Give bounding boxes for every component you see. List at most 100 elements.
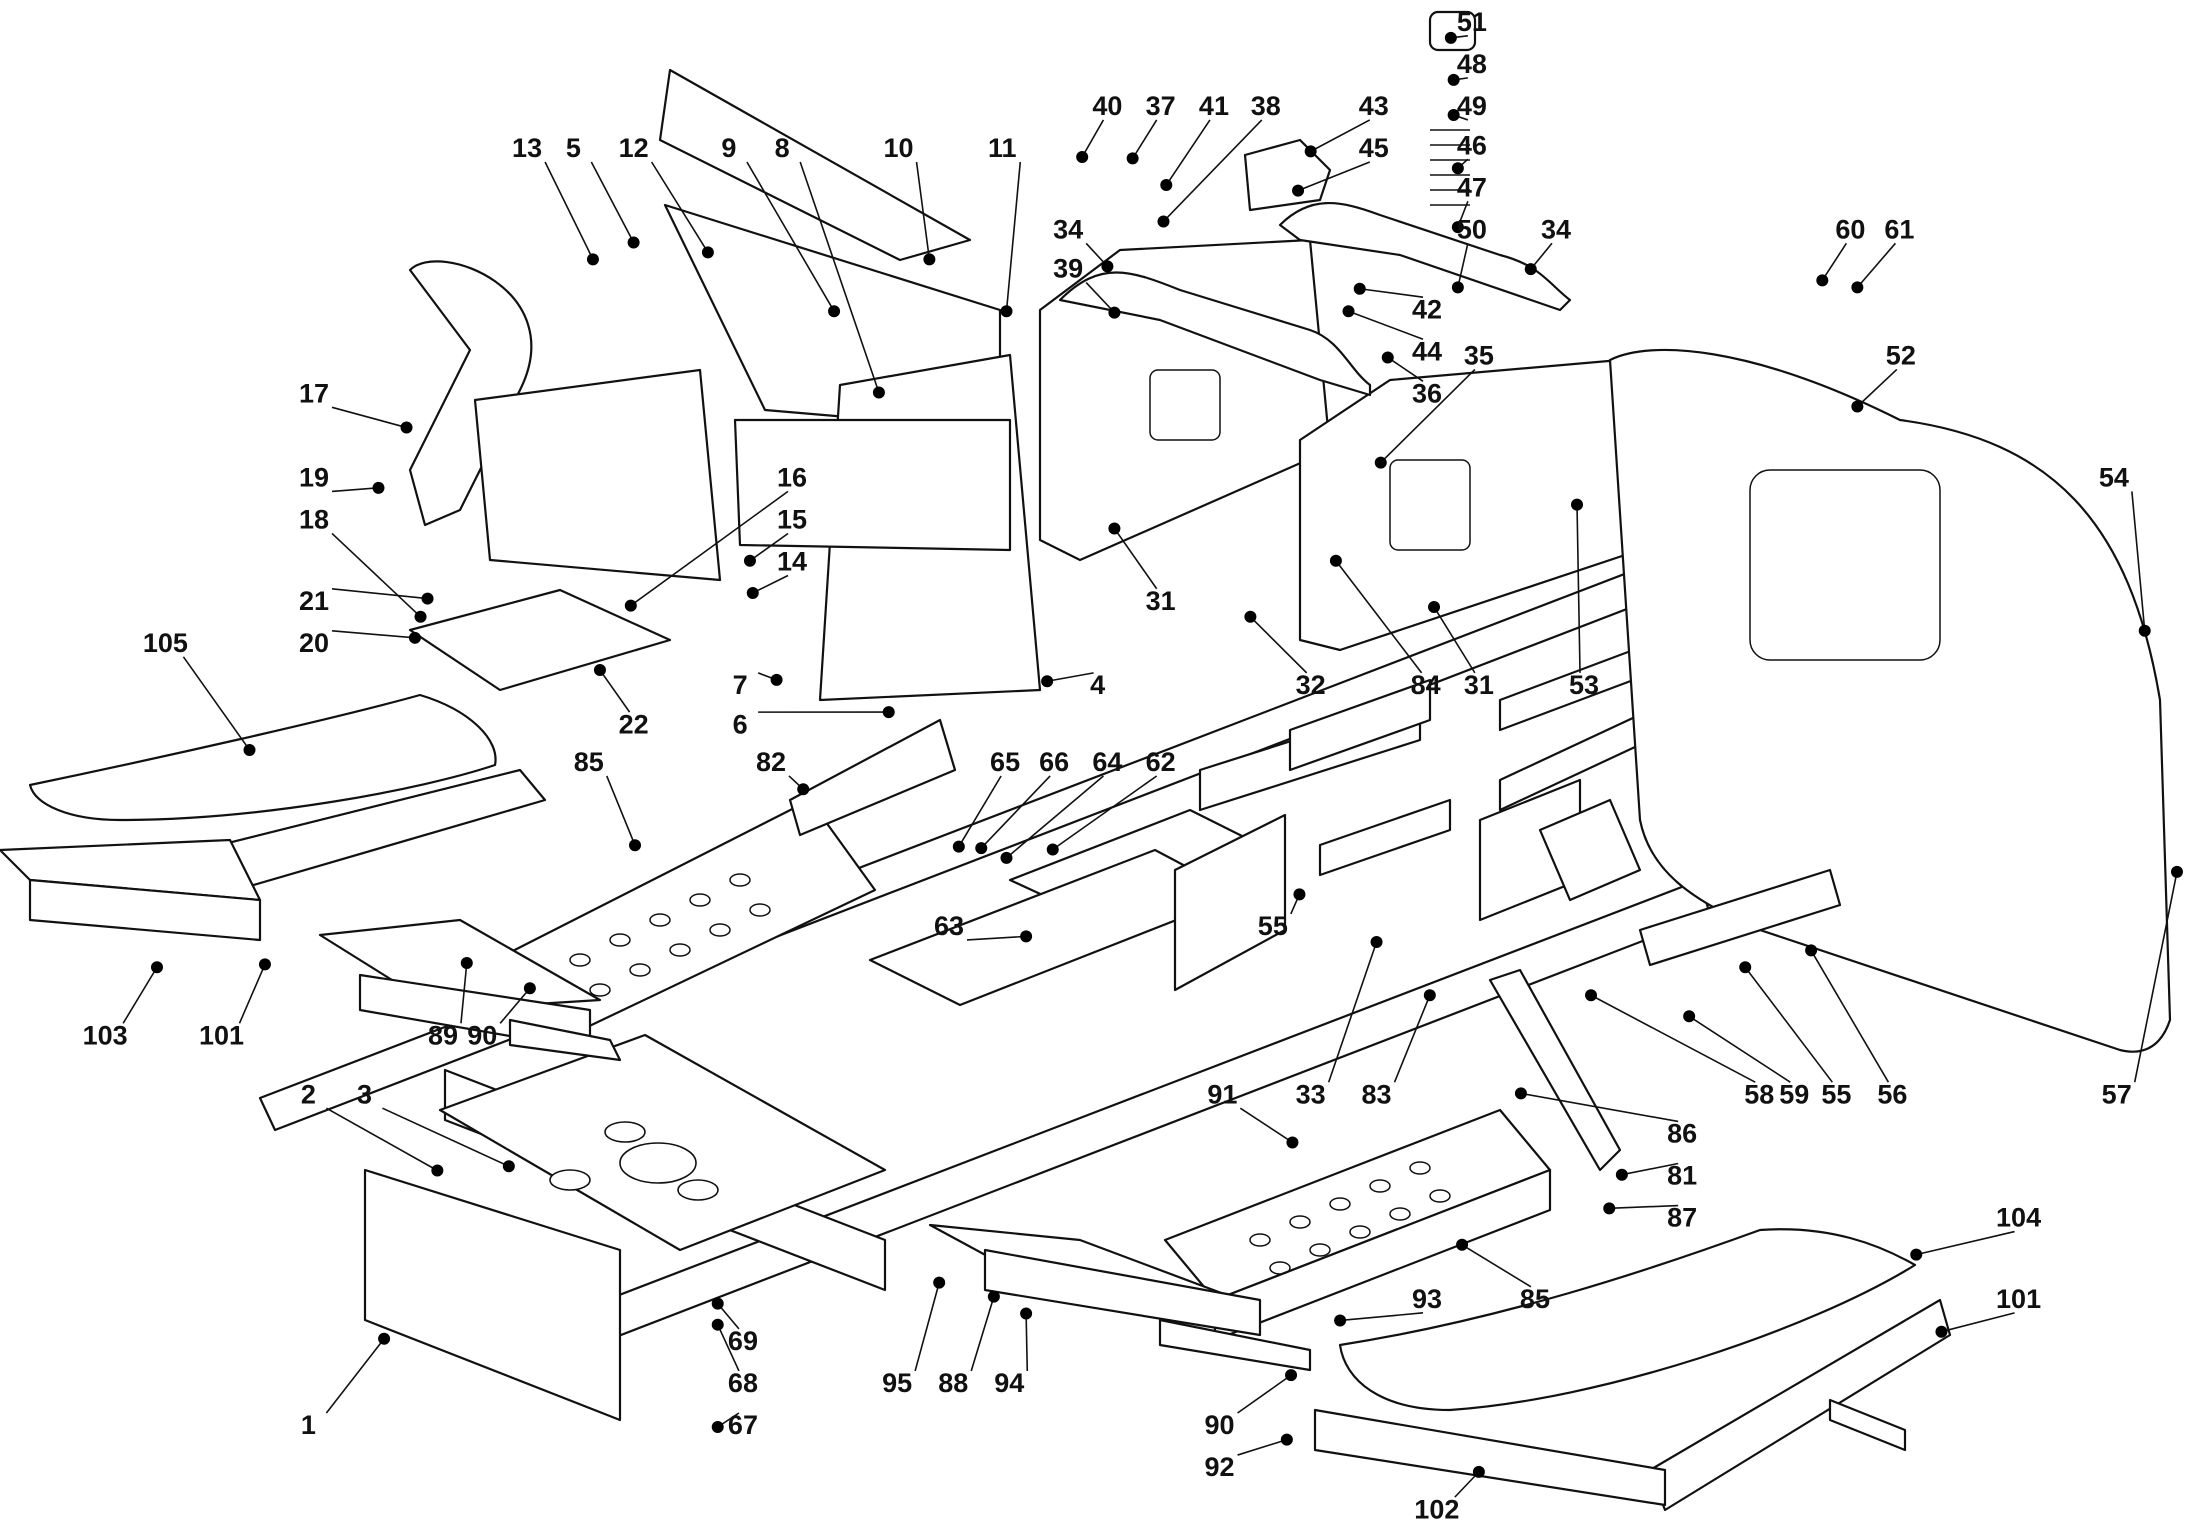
- callout-label-13: 13: [512, 133, 542, 163]
- callout-label-54: 54: [2099, 463, 2129, 493]
- callout-label-32: 32: [1296, 670, 1326, 700]
- callout-label-48: 48: [1457, 49, 1487, 79]
- callout-dot-101: [1935, 1325, 1948, 1338]
- leader-line-2: [326, 1107, 438, 1172]
- leader-line-55: [1744, 966, 1833, 1083]
- leader-line-91: [1239, 1107, 1293, 1144]
- callout-label-20: 20: [299, 628, 329, 658]
- leader-line-63: [966, 935, 1027, 941]
- callout-label-103: 103: [83, 1020, 128, 1050]
- leader-line-103: [122, 966, 158, 1024]
- callout-dot-11: [1000, 305, 1013, 318]
- step-plate-right: [1163, 1108, 1552, 1342]
- callout-dot-86: [1514, 1087, 1527, 1100]
- callout-dot-59: [1683, 1010, 1696, 1023]
- leader-line-12: [650, 161, 709, 253]
- leader-line-66: [980, 775, 1051, 849]
- callout-dot-31: [1428, 600, 1441, 613]
- leader-line-18: [331, 532, 422, 618]
- callout-dot-37: [1126, 152, 1139, 165]
- callout-label-47: 47: [1457, 172, 1487, 202]
- callout-label-40: 40: [1092, 91, 1122, 121]
- leaders-layer: [122, 31, 2183, 1498]
- callout-dot-50: [1451, 281, 1464, 294]
- callout-dot-61: [1851, 281, 1864, 294]
- leader-line-86: [1520, 1092, 1679, 1123]
- callout-dot-8: [872, 386, 885, 399]
- callout-label-64: 64: [1092, 747, 1122, 777]
- leader-line-101: [238, 964, 266, 1024]
- callout-label-105: 105: [143, 628, 188, 658]
- callout-label-9: 9: [721, 133, 736, 163]
- leader-line-85: [606, 775, 636, 846]
- callout-label-53: 53: [1569, 670, 1599, 700]
- leader-line-10: [915, 161, 931, 260]
- callout-label-21: 21: [299, 586, 329, 616]
- callout-dot-48: [1447, 73, 1460, 86]
- leader-line-17: [331, 406, 407, 429]
- callout-label-104: 104: [1996, 1203, 2041, 1233]
- callout-label-16: 16: [777, 463, 807, 493]
- leader-line-95: [914, 1282, 940, 1372]
- seat-panels: [408, 68, 1042, 702]
- callout-label-8: 8: [775, 133, 790, 163]
- callout-dot-10: [923, 253, 936, 266]
- callout-dot-105: [243, 743, 256, 756]
- leader-line-5: [590, 161, 635, 243]
- leader-line-61: [1856, 242, 1897, 288]
- callout-label-85: 85: [1520, 1284, 1550, 1314]
- callout-dot-56: [1805, 944, 1818, 957]
- callout-dot-49: [1447, 108, 1460, 121]
- callout-dot-85: [629, 839, 642, 852]
- callout-dot-16: [624, 599, 637, 612]
- callout-label-36: 36: [1412, 378, 1442, 408]
- callout-label-84: 84: [1411, 670, 1441, 700]
- leader-line-64: [1005, 775, 1104, 859]
- callout-dot-42: [1353, 282, 1366, 295]
- callout-label-15: 15: [777, 505, 807, 535]
- callout-label-91: 91: [1207, 1079, 1237, 1109]
- leader-line-35: [1380, 368, 1476, 464]
- callout-dot-54: [2138, 624, 2151, 637]
- callout-label-43: 43: [1359, 91, 1389, 121]
- callout-label-55: 55: [1821, 1079, 1851, 1109]
- leader-line-38: [1162, 119, 1263, 223]
- leader-line-84: [1335, 560, 1423, 674]
- leader-line-31: [1433, 606, 1476, 674]
- leader-line-65: [958, 775, 1002, 848]
- callout-label-90: 90: [467, 1020, 497, 1050]
- leader-line-60: [1821, 242, 1848, 281]
- leader-line-36: [1387, 356, 1424, 382]
- callout-dot-81: [1615, 1168, 1628, 1181]
- callout-label-17: 17: [299, 378, 329, 408]
- leader-line-54: [2131, 491, 2146, 631]
- leader-line-31: [1113, 528, 1158, 590]
- leader-line-19: [331, 487, 379, 493]
- callout-dot-101: [258, 958, 271, 971]
- parts-layer: [0, 10, 2172, 1512]
- callout-label-86: 86: [1667, 1119, 1697, 1149]
- callout-dot-91: [1286, 1136, 1299, 1149]
- callout-label-5: 5: [566, 133, 581, 163]
- callout-label-56: 56: [1877, 1079, 1907, 1109]
- leader-line-104: [1916, 1230, 2015, 1256]
- callout-label-18: 18: [299, 505, 329, 535]
- callout-label-57: 57: [2102, 1079, 2132, 1109]
- leader-line-92: [1237, 1438, 1288, 1456]
- callout-dot-68: [711, 1318, 724, 1331]
- callout-dot-102: [1472, 1465, 1485, 1478]
- callout-label-67: 67: [728, 1410, 758, 1440]
- leader-line-62: [1052, 775, 1158, 851]
- callout-dot-65: [952, 840, 965, 853]
- callout-dot-52: [1851, 400, 1864, 413]
- callout-dot-85: [1456, 1238, 1469, 1251]
- callout-dot-104: [1910, 1248, 1923, 1261]
- callout-label-89: 89: [428, 1020, 458, 1050]
- leader-line-58: [1590, 994, 1756, 1083]
- footplate-right-small: [928, 1223, 1312, 1372]
- callout-label-35: 35: [1464, 341, 1494, 371]
- callout-label-65: 65: [990, 747, 1020, 777]
- callout-label-101: 101: [1996, 1284, 2041, 1314]
- callout-dot-57: [2170, 865, 2183, 878]
